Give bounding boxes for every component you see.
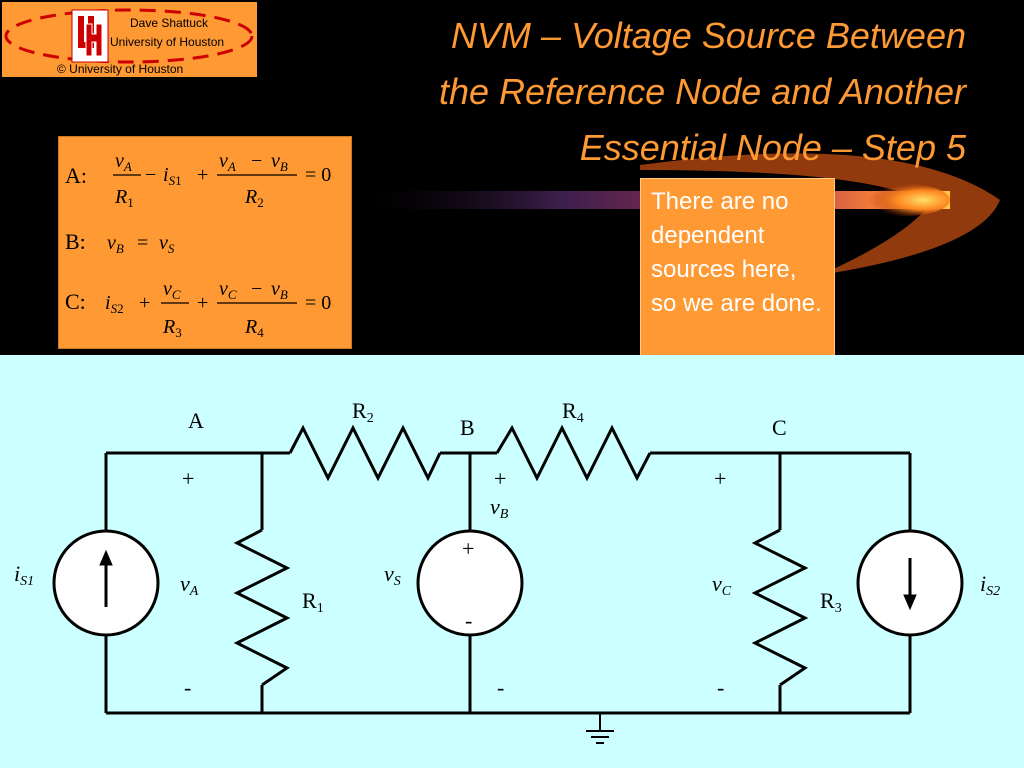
svg-text:R4: R4 [244,316,264,340]
slide-title: NVM – Voltage Source Between the Referen… [266,8,966,176]
equation-c-label: C: [65,289,86,314]
svg-text:=: = [137,232,148,254]
svg-text:R3: R3 [162,316,182,340]
vs-plus: + [462,536,474,561]
circuit-diagram: A B C R2 R4 R1 R3 + - + - + - + - iS1 iS… [14,398,1000,744]
equation-b-label: B: [65,229,86,254]
r1-label: R1 [302,588,324,616]
va-plus: + [182,466,194,491]
svg-text:−: − [251,150,262,172]
institution-name: University of Houston [110,35,225,49]
resistor-r3 [751,528,809,687]
current-source-is2 [856,529,964,637]
svg-text:R1: R1 [114,186,134,210]
svg-text:vA: vA [115,150,132,174]
vb-minus: - [497,675,504,700]
is2-label: iS2 [980,571,1000,599]
uh-monogram-icon [78,16,103,57]
circuit-area: A B C R2 R4 R1 R3 + - + - + - + - iS1 iS… [0,355,1024,768]
resistor-r2 [288,424,442,482]
va-label: vA [180,571,199,599]
slide-header-area: Dave Shattuck University of Houston © Un… [0,0,1024,356]
va-minus: - [184,675,191,700]
equation-c: C: iS2 + vC R3 + vC − vB R4 = 0 [65,278,331,340]
svg-text:vA: vA [219,150,236,174]
equation-a: A: vA R1 − iS1 + vA − vB R2 = 0 [65,150,331,210]
equations-svg: A: vA R1 − iS1 + vA − vB R2 = 0 B: vB = … [65,150,331,340]
vb-plus: + [494,466,506,491]
node-a-label: A [188,408,204,433]
current-source-is1 [52,529,160,637]
svg-text:+: + [197,292,208,314]
resistor-r1 [233,528,291,687]
vc-minus: - [717,675,724,700]
svg-text:vS: vS [159,232,175,256]
r4-label: R4 [562,398,584,426]
author-name: Dave Shattuck [130,16,209,30]
title-line-1: NVM – Voltage Source Between [451,15,966,56]
vb-label: vB [490,494,509,522]
note-callout: There are no dependent sources here, so … [640,178,835,356]
equation-a-label: A: [65,163,87,188]
voltage-source-vs [416,529,524,637]
svg-text:+: + [139,292,150,314]
r2-label: R2 [352,398,374,426]
svg-text:vC: vC [219,278,237,302]
node-b-label: B [460,415,475,440]
title-line-2: the Reference Node and Another [438,71,966,112]
svg-text:= 0: = 0 [305,164,331,186]
vs-minus: - [465,608,472,633]
equations-panel: A: vA R1 − iS1 + vA − vB R2 = 0 B: vB = … [58,136,352,349]
svg-text:−: − [251,278,262,300]
vs-label: vS [384,561,401,589]
svg-text:−: − [145,164,156,186]
vc-label: vC [712,571,732,599]
logo-panel: Dave Shattuck University of Houston © Un… [2,2,257,77]
resistor-r4 [495,424,652,482]
copyright-text: © University of Houston [57,62,184,76]
svg-text:= 0: = 0 [305,292,331,314]
title-line-3: Essential Node – Step 5 [579,127,966,168]
svg-text:iS1: iS1 [163,164,182,188]
svg-text:vB: vB [271,278,288,302]
svg-text:R2: R2 [244,186,264,210]
r3-label: R3 [820,588,842,616]
note-text: There are no dependent sources here, so … [651,188,822,317]
svg-text:vB: vB [107,232,124,256]
svg-text:iS2: iS2 [105,292,124,316]
node-c-label: C [772,415,787,440]
svg-text:vC: vC [163,278,181,302]
vc-plus: + [714,466,726,491]
svg-text:+: + [197,164,208,186]
svg-text:vB: vB [271,150,288,174]
circuit-wires [104,451,912,744]
equation-b: B: vB = vS [65,229,175,256]
is1-label: iS1 [14,561,34,589]
